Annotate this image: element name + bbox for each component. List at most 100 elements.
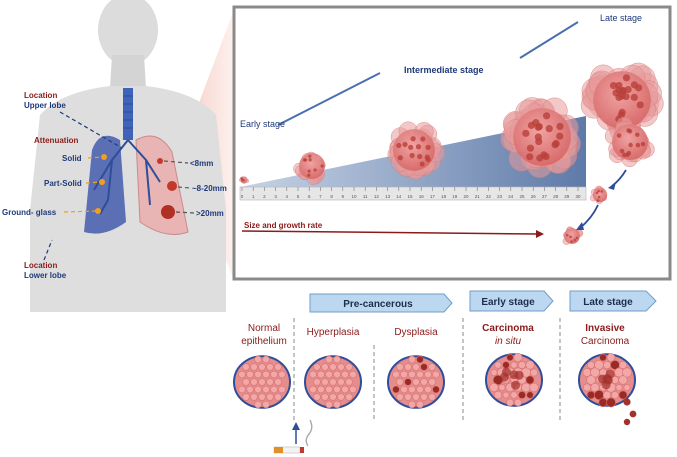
solid-label: Solid bbox=[62, 154, 82, 163]
stage-normal-line2: epithelium bbox=[241, 336, 287, 347]
stage-cell-0 bbox=[233, 355, 291, 409]
ruler-tick-label: 1 bbox=[252, 194, 255, 199]
metastasis-arrowhead-2 bbox=[576, 222, 584, 230]
ruler-tick-label: 23 bbox=[497, 194, 503, 199]
nodule-small bbox=[157, 158, 163, 164]
ruler-tick-label: 0 bbox=[241, 194, 244, 199]
ruler-tick-label: 6 bbox=[308, 194, 311, 199]
location-upper-lobe: Upper lobe bbox=[24, 101, 66, 110]
stage-cell-4 bbox=[578, 353, 637, 426]
ruler-tick-label: 2 bbox=[263, 194, 266, 199]
stage-invasive-carcinoma: Carcinoma bbox=[581, 336, 630, 347]
ruler-tick-label: 22 bbox=[486, 194, 492, 199]
size-growth-label: Size and growth rate bbox=[244, 221, 323, 230]
ruler-tick-label: 20 bbox=[463, 194, 469, 199]
ruler-tick-label: 11 bbox=[363, 194, 368, 199]
arrow-pre-cancerous bbox=[309, 293, 453, 313]
bronchi bbox=[93, 139, 161, 215]
nodule-medium bbox=[167, 181, 177, 191]
human-body bbox=[30, 0, 234, 312]
tumor-stage-3 bbox=[387, 121, 445, 180]
tumor-stage-4 bbox=[500, 97, 581, 178]
stage-dividers bbox=[293, 318, 561, 420]
ruler-tick-label: 10 bbox=[351, 194, 357, 199]
stage-cell-2 bbox=[387, 355, 445, 409]
body-label-leaders bbox=[43, 111, 195, 261]
body-labels: Location Upper lobe Attenuation Solid Pa… bbox=[2, 91, 227, 280]
tumor-stage-1 bbox=[239, 176, 250, 184]
ruler-tick-label: 17 bbox=[430, 194, 436, 199]
attenuation-label: Attenuation bbox=[34, 136, 79, 145]
ruler-tick-label: 28 bbox=[553, 194, 559, 199]
ruler-tick-label: 12 bbox=[374, 194, 380, 199]
ruler-tick-label: 26 bbox=[531, 194, 537, 199]
tumor-stage-2 bbox=[293, 151, 326, 186]
stage-dysplasia: Dysplasia bbox=[394, 327, 438, 338]
ground-glass-label: Ground- glass bbox=[2, 208, 57, 217]
torso bbox=[30, 86, 226, 312]
arrow-late-stage-label: Late stage bbox=[583, 297, 633, 308]
growth-tumors bbox=[239, 62, 664, 245]
progression-arrows: Pre-cancerous Early stage Late stage bbox=[309, 290, 657, 313]
ruler-tick-label: 30 bbox=[575, 194, 581, 199]
ruler-tick-label: 13 bbox=[385, 194, 391, 199]
ruler-tick-label: 25 bbox=[519, 194, 525, 199]
ruler-tick-label: 19 bbox=[452, 194, 458, 199]
nodule-large bbox=[161, 205, 175, 219]
stage-normal-line1: Normal bbox=[248, 323, 280, 334]
early-trend-line bbox=[277, 72, 381, 126]
cigarette-icon bbox=[273, 419, 313, 454]
tumor-stage-5-lobe bbox=[604, 116, 655, 167]
stage-titles: Normal epithelium Hyperplasia Dysplasia … bbox=[241, 323, 629, 347]
intermediate-stage-label: Intermediate stage bbox=[404, 65, 484, 75]
stage-invasive: Invasive bbox=[585, 323, 625, 334]
stage-cell-3 bbox=[485, 352, 543, 407]
tumor-metastasis bbox=[562, 226, 584, 245]
ruler-tick-label: 15 bbox=[407, 194, 413, 199]
stage-carcinoma: Carcinoma bbox=[482, 323, 534, 334]
size-small-label: <8mm bbox=[190, 159, 213, 168]
stage-cell-1 bbox=[304, 355, 362, 409]
ruler-tick-label: 3 bbox=[274, 194, 277, 199]
trachea bbox=[123, 88, 133, 140]
arrow-early-stage bbox=[469, 290, 554, 312]
growth-panel-frame bbox=[232, 5, 672, 281]
ruler-tick-label: 9 bbox=[342, 194, 345, 199]
early-stage-label: Early stage bbox=[240, 119, 285, 129]
arrow-late-stage bbox=[569, 290, 657, 312]
trachea-rings bbox=[123, 95, 133, 129]
left-lung bbox=[84, 135, 126, 234]
ruler-tick-label: 16 bbox=[419, 194, 425, 199]
part-solid-label: Part-Solid bbox=[44, 179, 82, 188]
stage-cells bbox=[233, 352, 637, 426]
size-large-label: >20mm bbox=[196, 209, 224, 218]
head bbox=[98, 0, 158, 66]
ruler-tick-label: 29 bbox=[564, 194, 570, 199]
location-upper-label: Location bbox=[24, 91, 57, 100]
arrow-early-stage-label: Early stage bbox=[481, 297, 535, 308]
ruler-tick-label: 14 bbox=[396, 194, 402, 199]
size-growth-arrow bbox=[241, 230, 544, 238]
right-lung bbox=[135, 135, 189, 235]
ruler-tick-label: 21 bbox=[475, 194, 481, 199]
size-mid-label: ~8-20mm bbox=[192, 184, 227, 193]
ruler-tick-label: 7 bbox=[319, 194, 322, 199]
arrow-pre-cancerous-label: Pre-cancerous bbox=[343, 299, 413, 310]
ruler-tick-label: 4 bbox=[286, 194, 289, 199]
ground-glass-nodule bbox=[95, 208, 101, 214]
tumor-detached bbox=[589, 185, 608, 205]
smoking-arrow bbox=[292, 422, 300, 444]
part-solid-nodule bbox=[99, 179, 105, 185]
ruler-tick-label: 5 bbox=[297, 194, 300, 199]
ruler-tick-label: 24 bbox=[508, 194, 514, 199]
neck bbox=[110, 55, 146, 88]
location-lower-lobe: Lower lobe bbox=[24, 271, 67, 280]
stage-hyperplasia: Hyperplasia bbox=[307, 327, 360, 338]
late-trend-line bbox=[519, 21, 579, 59]
late-stage-label: Late stage bbox=[600, 13, 642, 23]
ruler-tick-label: 27 bbox=[542, 194, 548, 199]
metastasis-arrowhead-1 bbox=[608, 182, 616, 190]
